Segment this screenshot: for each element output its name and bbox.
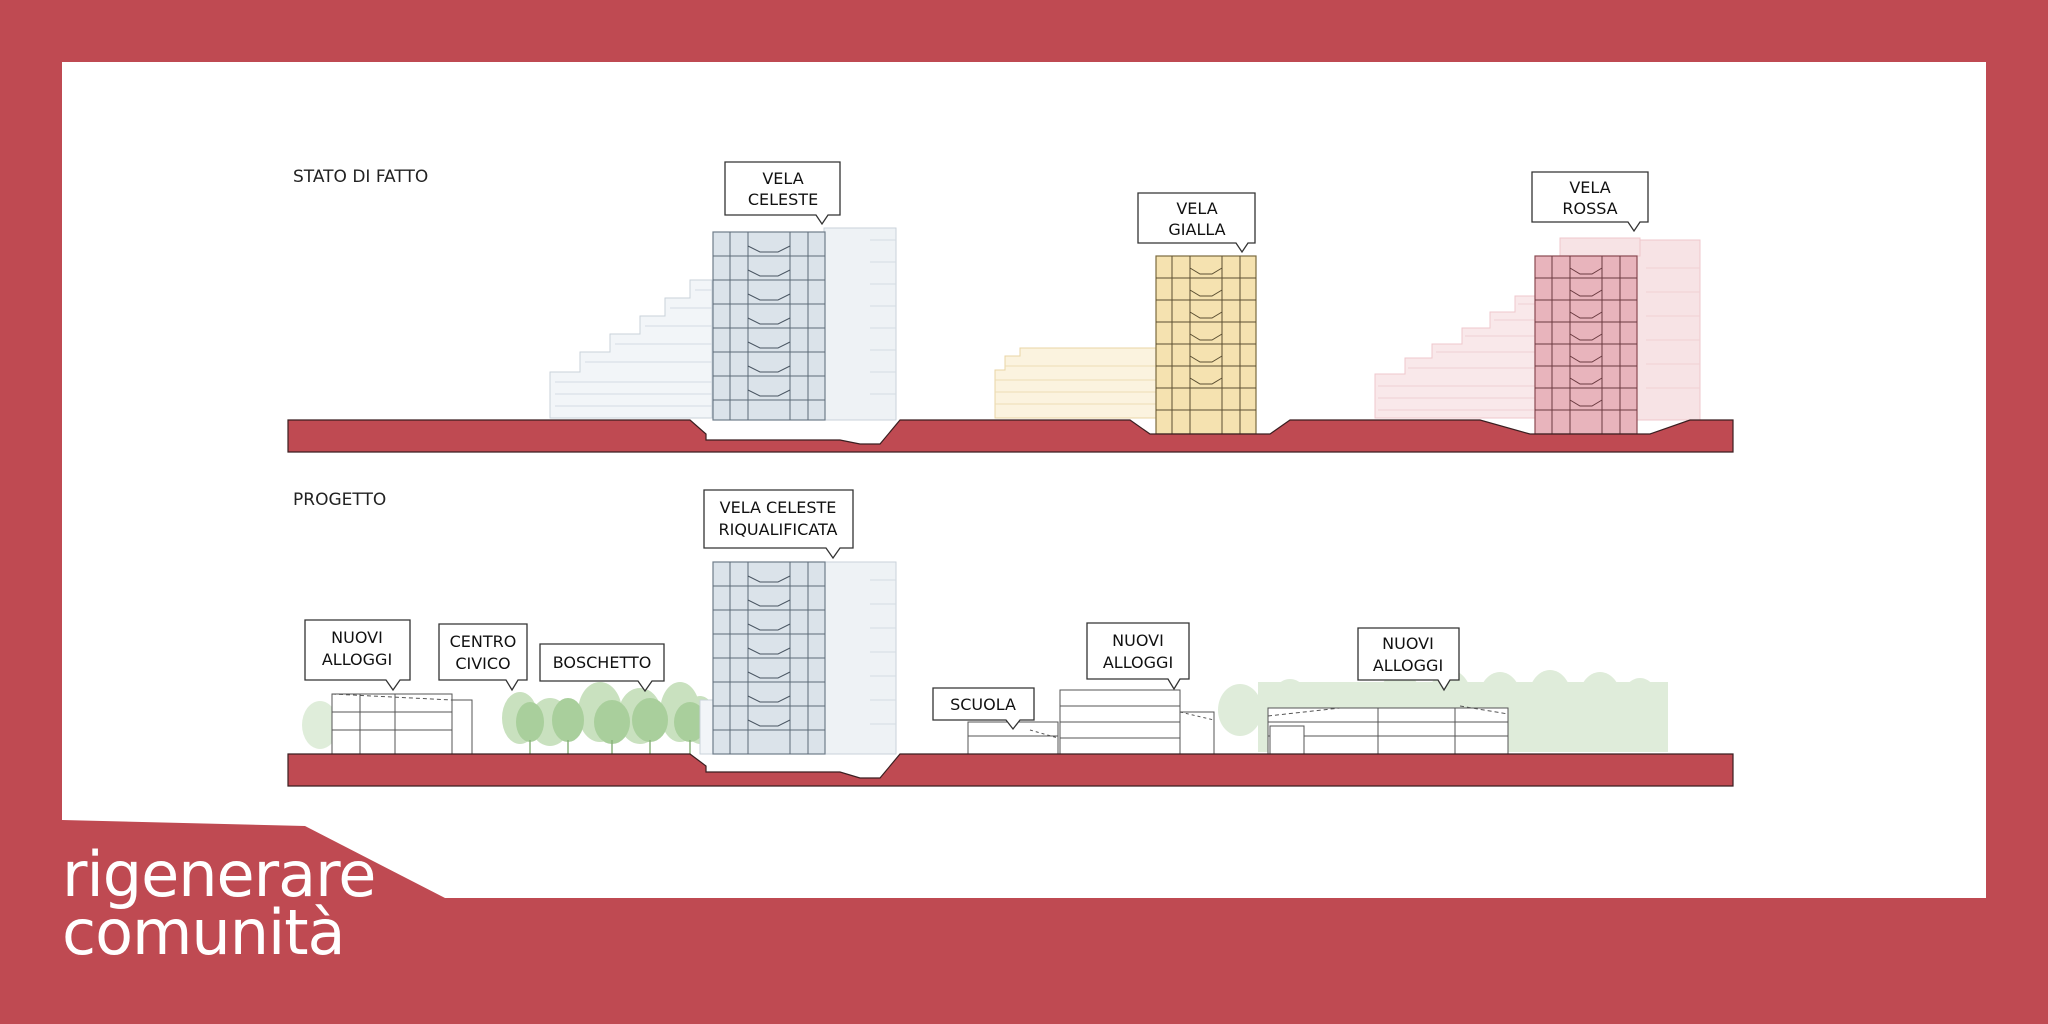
callout-boschetto: BOSCHETTO <box>539 643 665 693</box>
svg-text:NUOVI: NUOVI <box>1382 634 1434 653</box>
nuovi-alloggi-left-building <box>331 693 473 755</box>
svg-text:SCUOLA: SCUOLA <box>950 695 1016 714</box>
callout-nuovi-alloggi-right: NUOVI ALLOGGI <box>1357 627 1460 692</box>
ground-section-existing <box>287 419 1734 453</box>
svg-text:CENTRO: CENTRO <box>450 632 517 651</box>
boschetto-trees <box>502 682 716 754</box>
svg-text:ALLOGGI: ALLOGGI <box>1103 653 1173 672</box>
ground-section-project <box>287 753 1734 787</box>
svg-text:CELESTE: CELESTE <box>748 190 818 209</box>
callout-centro-civico: CENTRO CIVICO <box>438 623 528 692</box>
svg-text:RIQUALIFICATA: RIQUALIFICATA <box>719 520 838 539</box>
svg-text:ALLOGGI: ALLOGGI <box>1373 656 1443 675</box>
section-title-existing: STATO DI FATTO <box>293 167 428 187</box>
section-drawing: STATO DI FATTO <box>62 161 1734 898</box>
callout-vela-celeste: VELA CELESTE <box>724 161 841 226</box>
callout-nuovi-alloggi-center: NUOVI ALLOGGI <box>1086 622 1190 691</box>
vela-celeste-tower <box>712 231 826 421</box>
vela-gialla-tower <box>1155 255 1257 435</box>
callout-nuovi-alloggi-left: NUOVI ALLOGGI <box>304 619 411 692</box>
callout-vela-celeste-riqualificata: VELA CELESTE RIQUALIFICATA <box>703 489 854 560</box>
svg-text:NUOVI: NUOVI <box>331 628 383 647</box>
svg-text:VELA CELESTE: VELA CELESTE <box>720 498 837 517</box>
svg-text:CIVICO: CIVICO <box>455 654 510 673</box>
callout-vela-gialla: VELA GIALLA <box>1137 192 1256 254</box>
svg-text:NUOVI: NUOVI <box>1112 631 1164 650</box>
vela-rossa-existing <box>1374 237 1701 421</box>
vela-celeste-existing <box>549 227 897 421</box>
brand-tab <box>62 820 445 898</box>
svg-text:ROSSA: ROSSA <box>1562 199 1617 218</box>
brand-line-2: comunità <box>62 896 346 969</box>
nuovi-alloggi-right-building <box>1267 705 1509 755</box>
svg-text:BOSCHETTO: BOSCHETTO <box>553 653 652 672</box>
callout-scuola: SCUOLA <box>932 687 1035 731</box>
vela-gialla-existing <box>994 347 1157 419</box>
vela-celeste-riq-existing <box>699 561 897 755</box>
nuovi-alloggi-center-building <box>1059 689 1215 755</box>
drawing-sheet: STATO DI FATTO <box>62 62 1986 898</box>
svg-text:VELA: VELA <box>762 169 803 188</box>
vela-rossa-tower <box>1534 255 1638 435</box>
callout-vela-rossa: VELA ROSSA <box>1531 171 1649 233</box>
section-title-project: PROGETTO <box>293 490 386 510</box>
brand-wordmark: rigenerare comunità <box>62 838 376 969</box>
vela-celeste-riq-tower <box>712 561 826 755</box>
svg-text:VELA: VELA <box>1176 199 1217 218</box>
svg-text:ALLOGGI: ALLOGGI <box>322 650 392 669</box>
svg-text:VELA: VELA <box>1569 178 1610 197</box>
brand-line-1: rigenerare <box>62 838 376 911</box>
svg-text:GIALLA: GIALLA <box>1168 220 1225 239</box>
